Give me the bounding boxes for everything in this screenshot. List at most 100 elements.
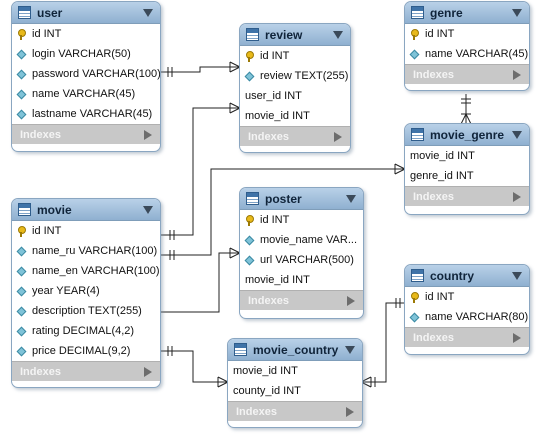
diamond-icon — [16, 346, 27, 356]
table-header[interactable]: movie — [12, 199, 160, 221]
key-icon — [410, 291, 419, 303]
edge-movie-moviegenre — [161, 168, 405, 256]
column-row[interactable]: password VARCHAR(100) — [12, 64, 160, 84]
column-row[interactable]: movie_id INT — [240, 106, 350, 126]
expand-triangle-icon[interactable] — [144, 129, 152, 140]
table-header[interactable]: genre — [405, 2, 529, 24]
table-title-movie-genre: movie_genre — [430, 127, 505, 142]
expand-triangle-icon[interactable] — [346, 406, 354, 417]
expand-triangle-icon[interactable] — [513, 69, 521, 80]
column-row[interactable]: login VARCHAR(50) — [12, 44, 160, 64]
diamond-icon — [16, 326, 27, 336]
indexes-bar[interactable]: Indexes — [405, 186, 529, 206]
column-row[interactable]: genre_id INT — [405, 166, 529, 186]
indexes-bar[interactable]: Indexes — [240, 290, 363, 310]
table-header[interactable]: country — [405, 265, 529, 287]
edge-movie-review — [161, 107, 240, 236]
table-icon — [411, 269, 424, 282]
collapse-triangle-icon[interactable] — [345, 345, 355, 354]
diamond-icon — [16, 49, 27, 59]
diamond-icon — [16, 69, 27, 79]
column-list: movie_id INT genre_id INT — [405, 146, 529, 186]
column-row[interactable]: review TEXT(255) — [240, 66, 350, 86]
expand-triangle-icon[interactable] — [513, 332, 521, 343]
indexes-bar[interactable]: Indexes — [405, 327, 529, 347]
diamond-icon — [244, 71, 255, 81]
indexes-bar[interactable]: Indexes — [12, 124, 160, 144]
column-text: genre_id INT — [410, 170, 474, 182]
table-header[interactable]: review — [240, 24, 350, 46]
column-row[interactable]: name VARCHAR(45) — [12, 84, 160, 104]
table-title-movie-country: movie_country — [253, 342, 339, 357]
table-title-review: review — [265, 27, 303, 42]
edge-movie-poster — [161, 252, 240, 313]
column-row[interactable]: price DECIMAL(9,2) — [12, 341, 160, 361]
indexes-label: Indexes — [413, 331, 454, 344]
column-row[interactable]: county_id INT — [228, 381, 362, 401]
indexes-bar[interactable]: Indexes — [12, 361, 160, 381]
column-row[interactable]: rating DECIMAL(4,2) — [12, 321, 160, 341]
indexes-bar[interactable]: Indexes — [240, 126, 350, 146]
column-row[interactable]: name_en VARCHAR(100) — [12, 261, 160, 281]
table-header[interactable]: movie_genre — [405, 124, 529, 146]
table-header[interactable]: user — [12, 2, 160, 24]
column-row[interactable]: movie_name VAR... — [240, 230, 363, 250]
column-row[interactable]: year YEAR(4) — [12, 281, 160, 301]
collapse-triangle-icon[interactable] — [346, 194, 356, 203]
expand-triangle-icon[interactable] — [334, 131, 342, 142]
indexes-bar[interactable]: Indexes — [405, 64, 529, 84]
table-icon — [246, 192, 259, 205]
column-row[interactable]: name VARCHAR(80) — [405, 307, 529, 327]
column-row[interactable]: movie_id INT — [228, 361, 362, 381]
column-row[interactable]: description TEXT(255) — [12, 301, 160, 321]
table-header[interactable]: movie_country — [228, 339, 362, 361]
column-row[interactable]: lastname VARCHAR(45) — [12, 104, 160, 124]
collapse-triangle-icon[interactable] — [512, 130, 522, 139]
collapse-triangle-icon[interactable] — [512, 271, 522, 280]
table-header[interactable]: poster — [240, 188, 363, 210]
table-icon — [234, 343, 247, 356]
column-row[interactable]: url VARCHAR(500) — [240, 250, 363, 270]
column-row[interactable]: id INT — [12, 221, 160, 241]
column-row[interactable]: id INT — [405, 24, 529, 44]
column-text: movie_id INT — [245, 274, 310, 286]
expand-triangle-icon[interactable] — [513, 191, 521, 202]
column-row[interactable]: id INT — [240, 210, 363, 230]
table-title-genre: genre — [430, 5, 463, 20]
column-text: user_id INT — [245, 90, 302, 102]
collapse-triangle-icon[interactable] — [143, 205, 153, 214]
table-movie-genre[interactable]: movie_genre movie_id INT genre_id INT Index… — [404, 123, 530, 215]
expand-triangle-icon[interactable] — [144, 366, 152, 377]
column-row[interactable]: movie_id INT — [240, 270, 363, 290]
indexes-label: Indexes — [20, 128, 61, 141]
column-row[interactable]: id INT — [12, 24, 160, 44]
column-row[interactable]: user_id INT — [240, 86, 350, 106]
collapse-triangle-icon[interactable] — [512, 8, 522, 17]
diamond-icon — [244, 235, 255, 245]
indexes-bar[interactable]: Indexes — [228, 401, 362, 421]
diamond-icon — [409, 49, 420, 59]
column-text: id INT — [425, 291, 455, 303]
column-row[interactable]: id INT — [405, 287, 529, 307]
column-text: movie_id INT — [245, 110, 310, 122]
column-row[interactable]: id INT — [240, 46, 350, 66]
collapse-triangle-icon[interactable] — [333, 30, 343, 39]
indexes-label: Indexes — [248, 130, 289, 143]
column-row[interactable]: name_ru VARCHAR(100) — [12, 241, 160, 261]
table-country[interactable]: country id INT name VARCHAR(80) Indexes — [404, 264, 530, 355]
expand-triangle-icon[interactable] — [347, 295, 355, 306]
collapse-triangle-icon[interactable] — [143, 8, 153, 17]
column-row[interactable]: movie_id INT — [405, 146, 529, 166]
table-title-country: country — [430, 268, 475, 283]
column-row[interactable]: name VARCHAR(45) — [405, 44, 529, 64]
